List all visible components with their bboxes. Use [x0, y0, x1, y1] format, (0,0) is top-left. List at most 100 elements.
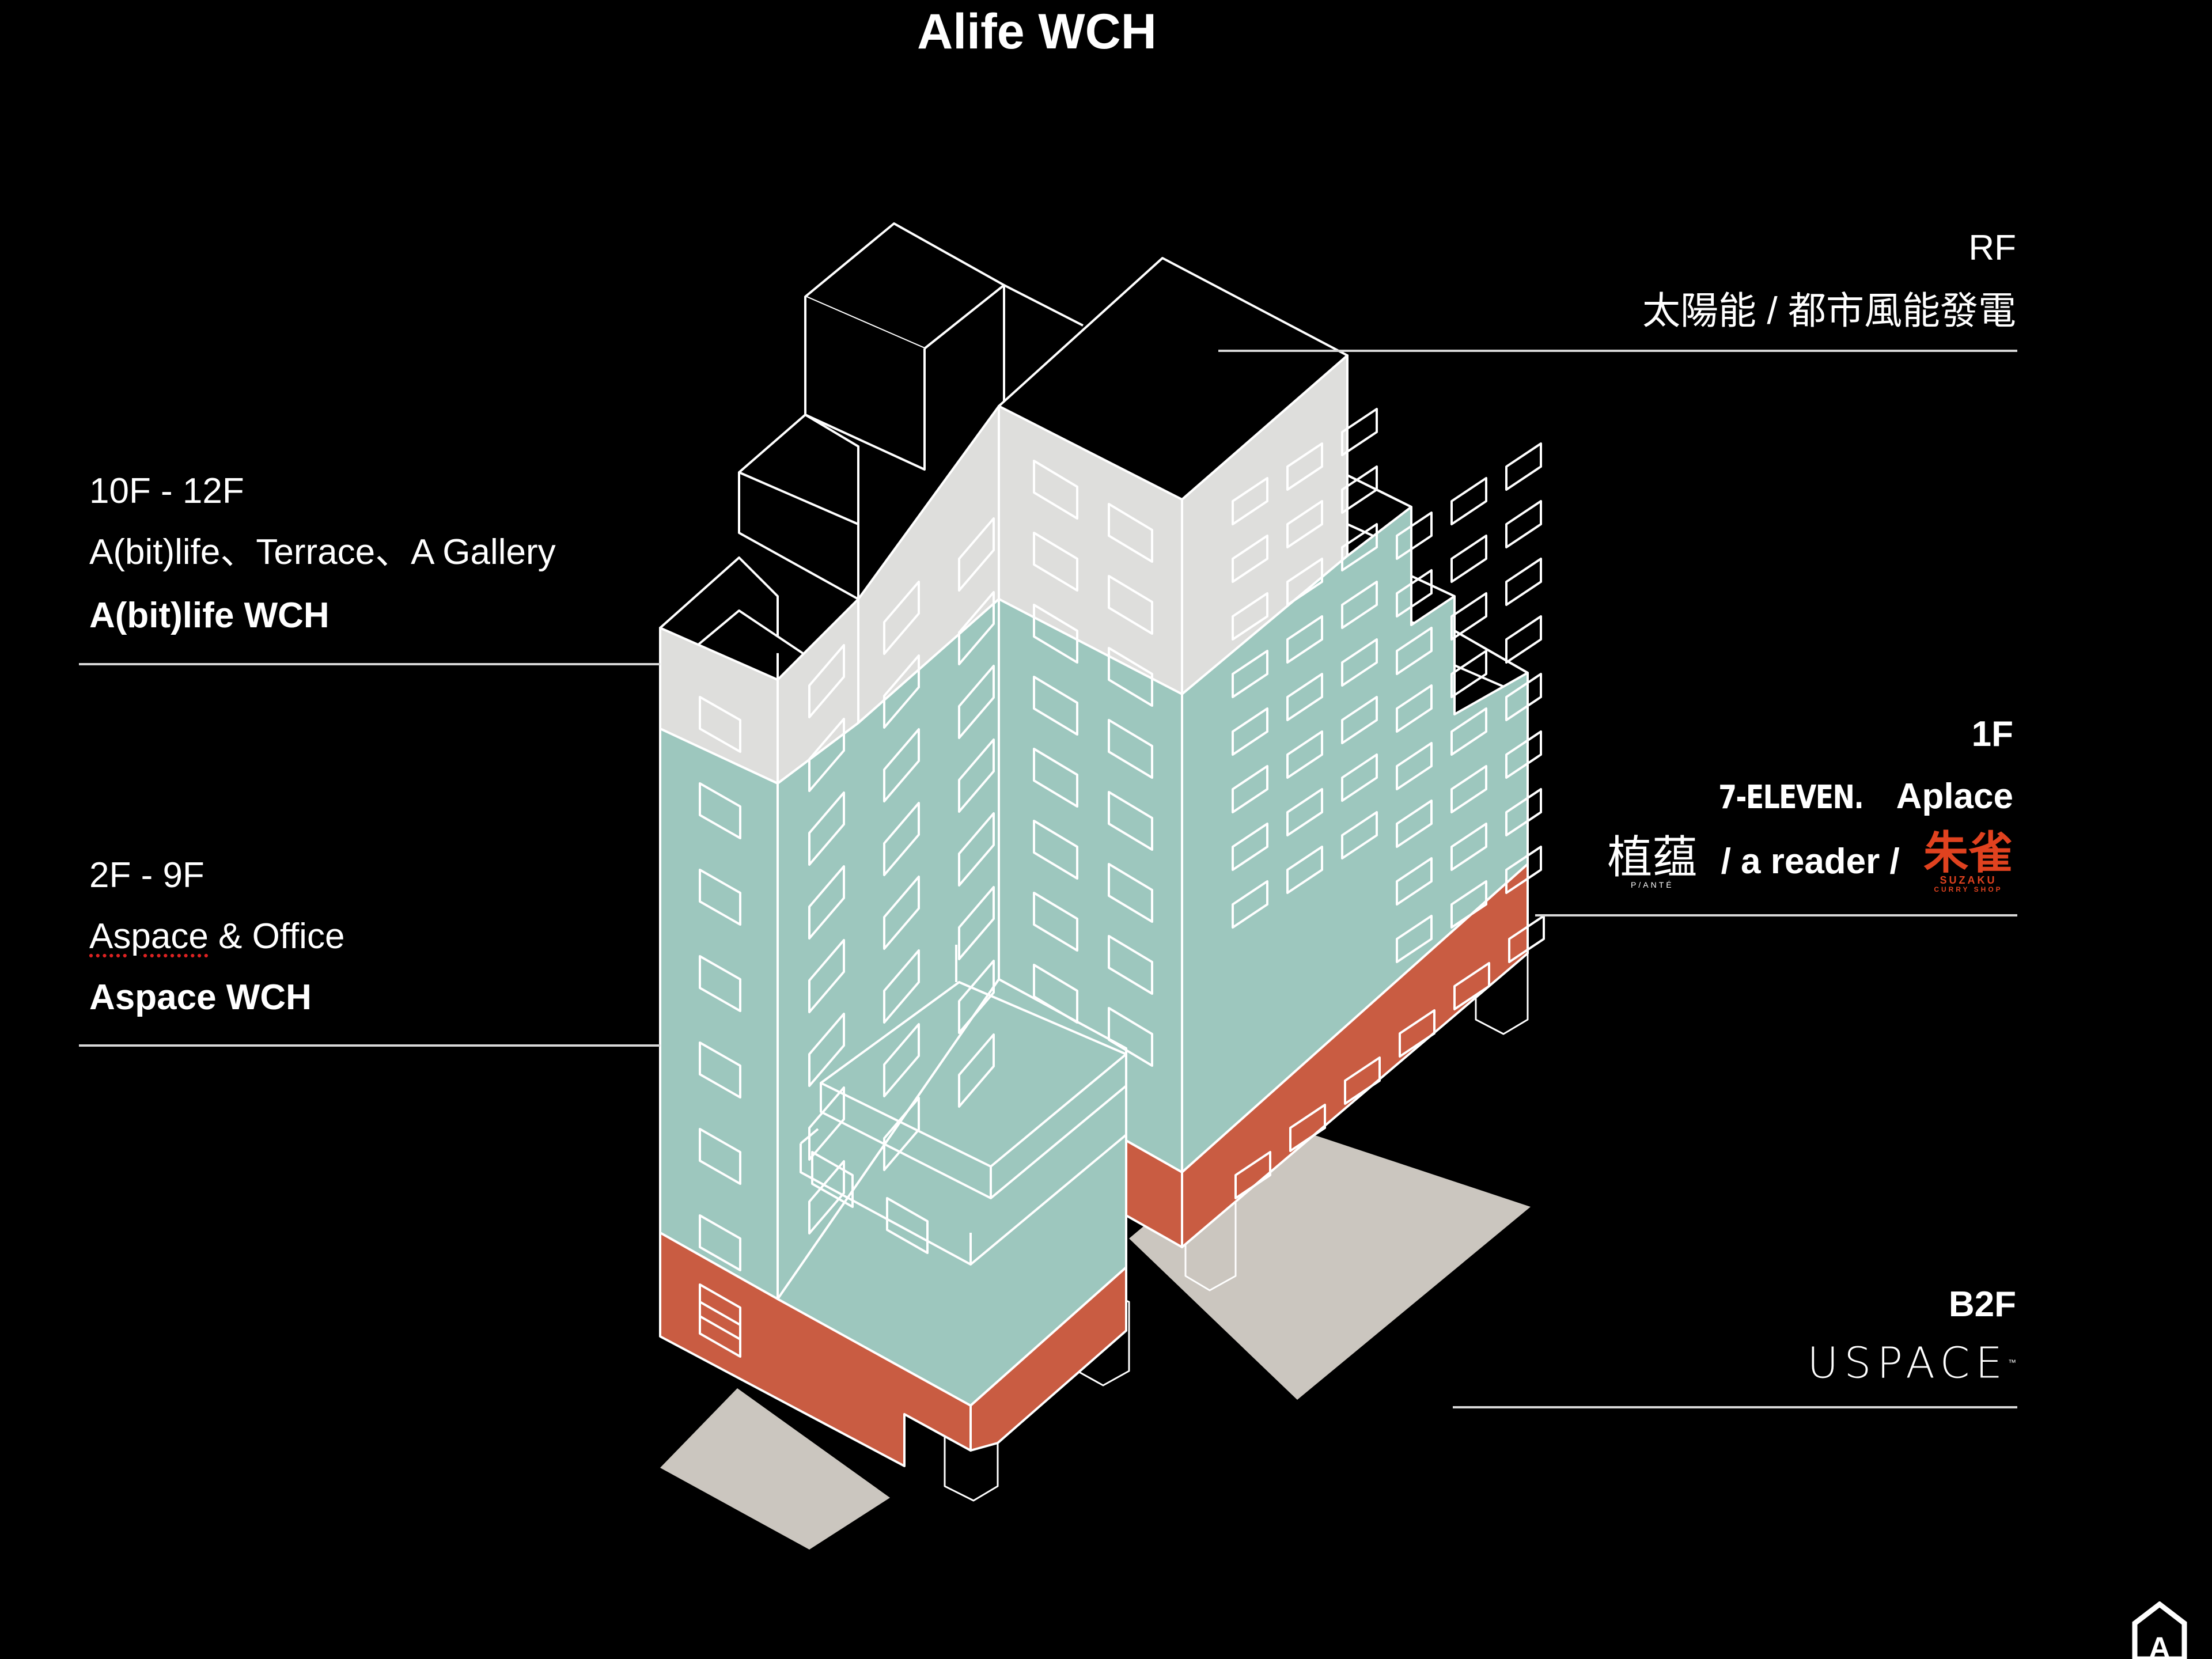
ground-floor: 1F	[1971, 714, 2013, 754]
window	[958, 517, 995, 592]
window	[1286, 788, 1323, 836]
window	[808, 644, 845, 718]
office-description: Aspace & Office	[89, 916, 344, 957]
window	[1232, 535, 1268, 583]
window	[808, 1160, 845, 1234]
window	[883, 581, 920, 655]
window	[1232, 880, 1268, 929]
window	[1341, 696, 1378, 744]
window	[808, 1013, 845, 1087]
window	[811, 1151, 854, 1208]
window	[1286, 558, 1323, 606]
window	[1286, 615, 1323, 664]
label-basement: B2F USPACE™	[1807, 1285, 2016, 1387]
window	[958, 960, 995, 1034]
label-rf: RF 太陽能 / 都市風能發電	[1642, 228, 2016, 331]
window	[1108, 719, 1153, 779]
window	[1344, 1056, 1381, 1105]
window	[699, 1214, 741, 1271]
suzaku-logo: 朱雀 SUZAKU CURRY SHOP	[1923, 827, 2013, 893]
a-reader-label: / a reader /	[1721, 842, 1900, 881]
window	[1508, 915, 1545, 963]
window	[1450, 823, 1487, 871]
window	[1033, 964, 1078, 1024]
label-upper: 10F - 12F A(bit)life、Terrace、A Gallery A…	[89, 471, 556, 636]
window	[1341, 408, 1378, 456]
window	[1108, 575, 1153, 635]
upper-name: A(bit)life WCH	[89, 596, 329, 635]
window	[1396, 857, 1433, 906]
window	[1234, 1151, 1271, 1199]
window	[1505, 846, 1542, 894]
window	[808, 939, 845, 1013]
office-description-rest: & Office	[208, 916, 345, 956]
window	[1396, 512, 1433, 560]
window	[1341, 581, 1378, 629]
window	[1505, 615, 1542, 664]
window	[1453, 962, 1490, 1010]
window	[1341, 465, 1378, 514]
window	[1450, 477, 1487, 525]
ground-tenants-row1: 7-ELEVEN. Aplace	[1607, 777, 2013, 818]
window	[1108, 647, 1153, 707]
window	[699, 955, 741, 1012]
office-floor: 2F - 9F	[89, 855, 204, 895]
balconies	[800, 945, 1127, 1266]
window	[958, 738, 995, 813]
window	[699, 1283, 741, 1340]
window	[1341, 638, 1378, 687]
window	[1396, 627, 1433, 675]
window	[883, 1097, 920, 1171]
window	[1399, 1009, 1435, 1058]
window	[1286, 846, 1323, 894]
ground-tenants-row2: 植蕴 P/ANTÉ / a reader / 朱雀 SUZAKU CURRY S…	[1607, 830, 2013, 894]
plante-logo: 植蕴 P/ANTÉ	[1607, 832, 1698, 889]
window	[1286, 673, 1323, 721]
window	[1286, 730, 1323, 779]
window	[1396, 569, 1433, 618]
window	[699, 869, 741, 926]
label-office: 2F - 9F Aspace & Office Aspace WCH	[89, 855, 344, 1018]
window	[1033, 604, 1078, 664]
main-roof	[998, 257, 1349, 501]
window	[883, 802, 920, 876]
window	[1033, 748, 1078, 808]
window	[1232, 707, 1268, 756]
window	[699, 782, 741, 839]
window	[1033, 892, 1078, 952]
window	[1108, 1007, 1153, 1067]
window	[1341, 811, 1378, 859]
window	[1450, 880, 1487, 929]
svg-text:A: A	[2149, 1631, 2171, 1659]
seven-eleven-logo: 7-ELEVEN.	[1718, 779, 1864, 816]
window	[883, 728, 920, 802]
window	[886, 1197, 929, 1254]
window	[1341, 753, 1378, 802]
window	[1286, 442, 1323, 491]
basement-floor: B2F	[1948, 1285, 2016, 1324]
window	[1108, 863, 1153, 923]
window	[808, 718, 845, 792]
window	[1450, 535, 1487, 583]
window	[883, 1023, 920, 1097]
window	[699, 1128, 741, 1185]
window	[1450, 765, 1487, 813]
alife-logo-icon[interactable]: A	[2128, 1601, 2191, 1659]
window	[699, 696, 741, 753]
window	[958, 591, 995, 665]
window	[1232, 823, 1268, 871]
window	[1033, 820, 1078, 880]
window	[958, 665, 995, 739]
window	[1232, 592, 1268, 641]
window	[1505, 442, 1542, 491]
upper-description: A(bit)life、Terrace、A Gallery	[89, 532, 556, 572]
aplace-label: Aplace	[1896, 777, 2013, 816]
window	[883, 876, 920, 950]
window	[958, 886, 995, 960]
window	[1232, 765, 1268, 813]
center-block	[777, 405, 1183, 1452]
window	[1505, 673, 1542, 721]
windows	[699, 408, 1545, 1358]
window	[1450, 592, 1487, 641]
